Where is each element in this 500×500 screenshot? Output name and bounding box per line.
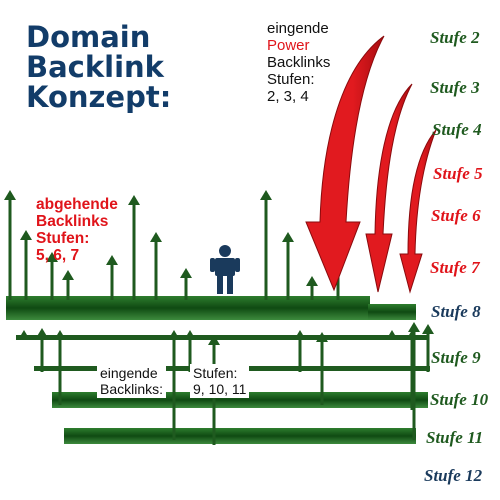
page-title: Domain Backlink Konzept: bbox=[26, 22, 171, 112]
arrow-up-icon bbox=[106, 255, 118, 265]
title-line: Backlink bbox=[26, 50, 164, 84]
level-label: Stufe 3 bbox=[430, 78, 480, 97]
incoming-backlinks-note: eingende Backlinks: bbox=[97, 364, 167, 398]
main-level-band bbox=[6, 296, 370, 320]
level-9-bar bbox=[16, 335, 428, 340]
title-line: Domain bbox=[26, 20, 151, 54]
arrow-up-icon bbox=[406, 330, 418, 340]
arrow-up-icon bbox=[294, 330, 306, 340]
arrow-up-icon bbox=[260, 190, 272, 200]
note-line: abgehende bbox=[36, 196, 118, 213]
arrow-up-icon bbox=[24, 238, 28, 300]
up-arrows bbox=[4, 190, 434, 445]
arrow-up-icon bbox=[172, 338, 176, 440]
curved-arrow-down-icon bbox=[365, 83, 413, 293]
level-label: Stufe 6 bbox=[431, 206, 481, 225]
arrow-up-icon bbox=[18, 330, 30, 340]
arrow-up-icon bbox=[184, 276, 188, 300]
note-line: Backlinks bbox=[267, 54, 331, 71]
arrow-up-icon bbox=[188, 338, 192, 372]
arrow-up-icon bbox=[20, 230, 32, 240]
arrow-up-icon bbox=[316, 332, 328, 342]
arrow-up-icon bbox=[310, 284, 314, 300]
level-label: Stufe 2 bbox=[430, 28, 480, 47]
arrow-up-icon bbox=[412, 330, 416, 440]
arrow-up-icon bbox=[154, 240, 158, 300]
note-line-power: Power bbox=[267, 37, 310, 54]
arrow-up-icon bbox=[180, 268, 192, 278]
level-label: Stufe 10 bbox=[430, 390, 489, 409]
arrow-up-icon bbox=[264, 198, 268, 300]
arrow-up-icon bbox=[40, 336, 44, 372]
arrow-up-icon bbox=[298, 338, 302, 372]
note-line: Stufen: bbox=[267, 71, 315, 88]
arrow-up-icon bbox=[184, 330, 196, 340]
incoming-power-note: eingende Power Backlinks Stufen: 2, 3, 4 bbox=[267, 20, 330, 105]
note-line: eingende bbox=[267, 20, 329, 37]
arrow-up-icon bbox=[54, 330, 66, 340]
arrow-up-icon bbox=[110, 263, 114, 300]
level-label: Stufe 5 bbox=[433, 164, 483, 183]
arrow-up-icon bbox=[62, 270, 74, 280]
arrow-up-icon bbox=[386, 330, 398, 340]
level-label: Stufe 7 bbox=[430, 258, 480, 277]
arrow-up-icon bbox=[320, 340, 324, 405]
arrow-up-icon bbox=[8, 198, 12, 300]
incoming-stages-note: Stufen: 9, 10, 11 bbox=[190, 364, 250, 398]
arrow-up-icon bbox=[132, 203, 136, 300]
arrow-up-icon bbox=[66, 278, 70, 300]
level-label: Stufe 9 bbox=[431, 348, 481, 367]
note-line: 2, 3, 4 bbox=[267, 88, 309, 105]
arrow-up-icon bbox=[46, 252, 58, 262]
note-line: Stufen: bbox=[193, 365, 238, 381]
note-line: Stufen: bbox=[36, 230, 90, 247]
arrow-up-icon bbox=[410, 338, 414, 410]
arrow-up-icon bbox=[422, 324, 434, 334]
note-line: 9, 10, 11 bbox=[193, 381, 247, 397]
level-label: Stufe 11 bbox=[426, 428, 484, 447]
arrow-up-icon bbox=[128, 195, 140, 205]
level-label: Stufe 4 bbox=[432, 120, 482, 139]
arrow-up-icon bbox=[306, 276, 318, 286]
curved-arrow-down-icon bbox=[305, 35, 385, 292]
level-label: Stufe 8 bbox=[431, 302, 481, 321]
curved-arrow-down-icon bbox=[399, 129, 437, 294]
note-line: 5, 6, 7 bbox=[36, 247, 80, 264]
title-line: Konzept: bbox=[26, 80, 172, 114]
note-line: eingende bbox=[100, 365, 158, 381]
arrow-up-icon bbox=[168, 330, 180, 340]
main-level-band-end bbox=[368, 304, 416, 320]
arrow-up-icon bbox=[282, 232, 294, 242]
arrow-up-icon bbox=[4, 190, 16, 200]
level-11-bar bbox=[64, 428, 416, 444]
person-icon bbox=[210, 245, 240, 294]
arrow-up-icon bbox=[36, 328, 48, 338]
arrow-up-icon bbox=[408, 322, 420, 332]
arrow-up-icon bbox=[426, 332, 430, 372]
arrow-up-icon bbox=[50, 260, 54, 300]
arrow-up-icon bbox=[58, 338, 62, 405]
arrow-up-icon bbox=[208, 335, 220, 345]
arrow-up-icon bbox=[286, 240, 290, 300]
arrow-up-icon bbox=[150, 232, 162, 242]
level-label: Stufe 12 bbox=[424, 466, 483, 485]
note-line: Backlinks bbox=[36, 213, 109, 230]
note-line: Backlinks: bbox=[100, 381, 164, 397]
outgoing-backlinks-note: abgehende Backlinks Stufen: 5, 6, 7 bbox=[36, 196, 118, 264]
